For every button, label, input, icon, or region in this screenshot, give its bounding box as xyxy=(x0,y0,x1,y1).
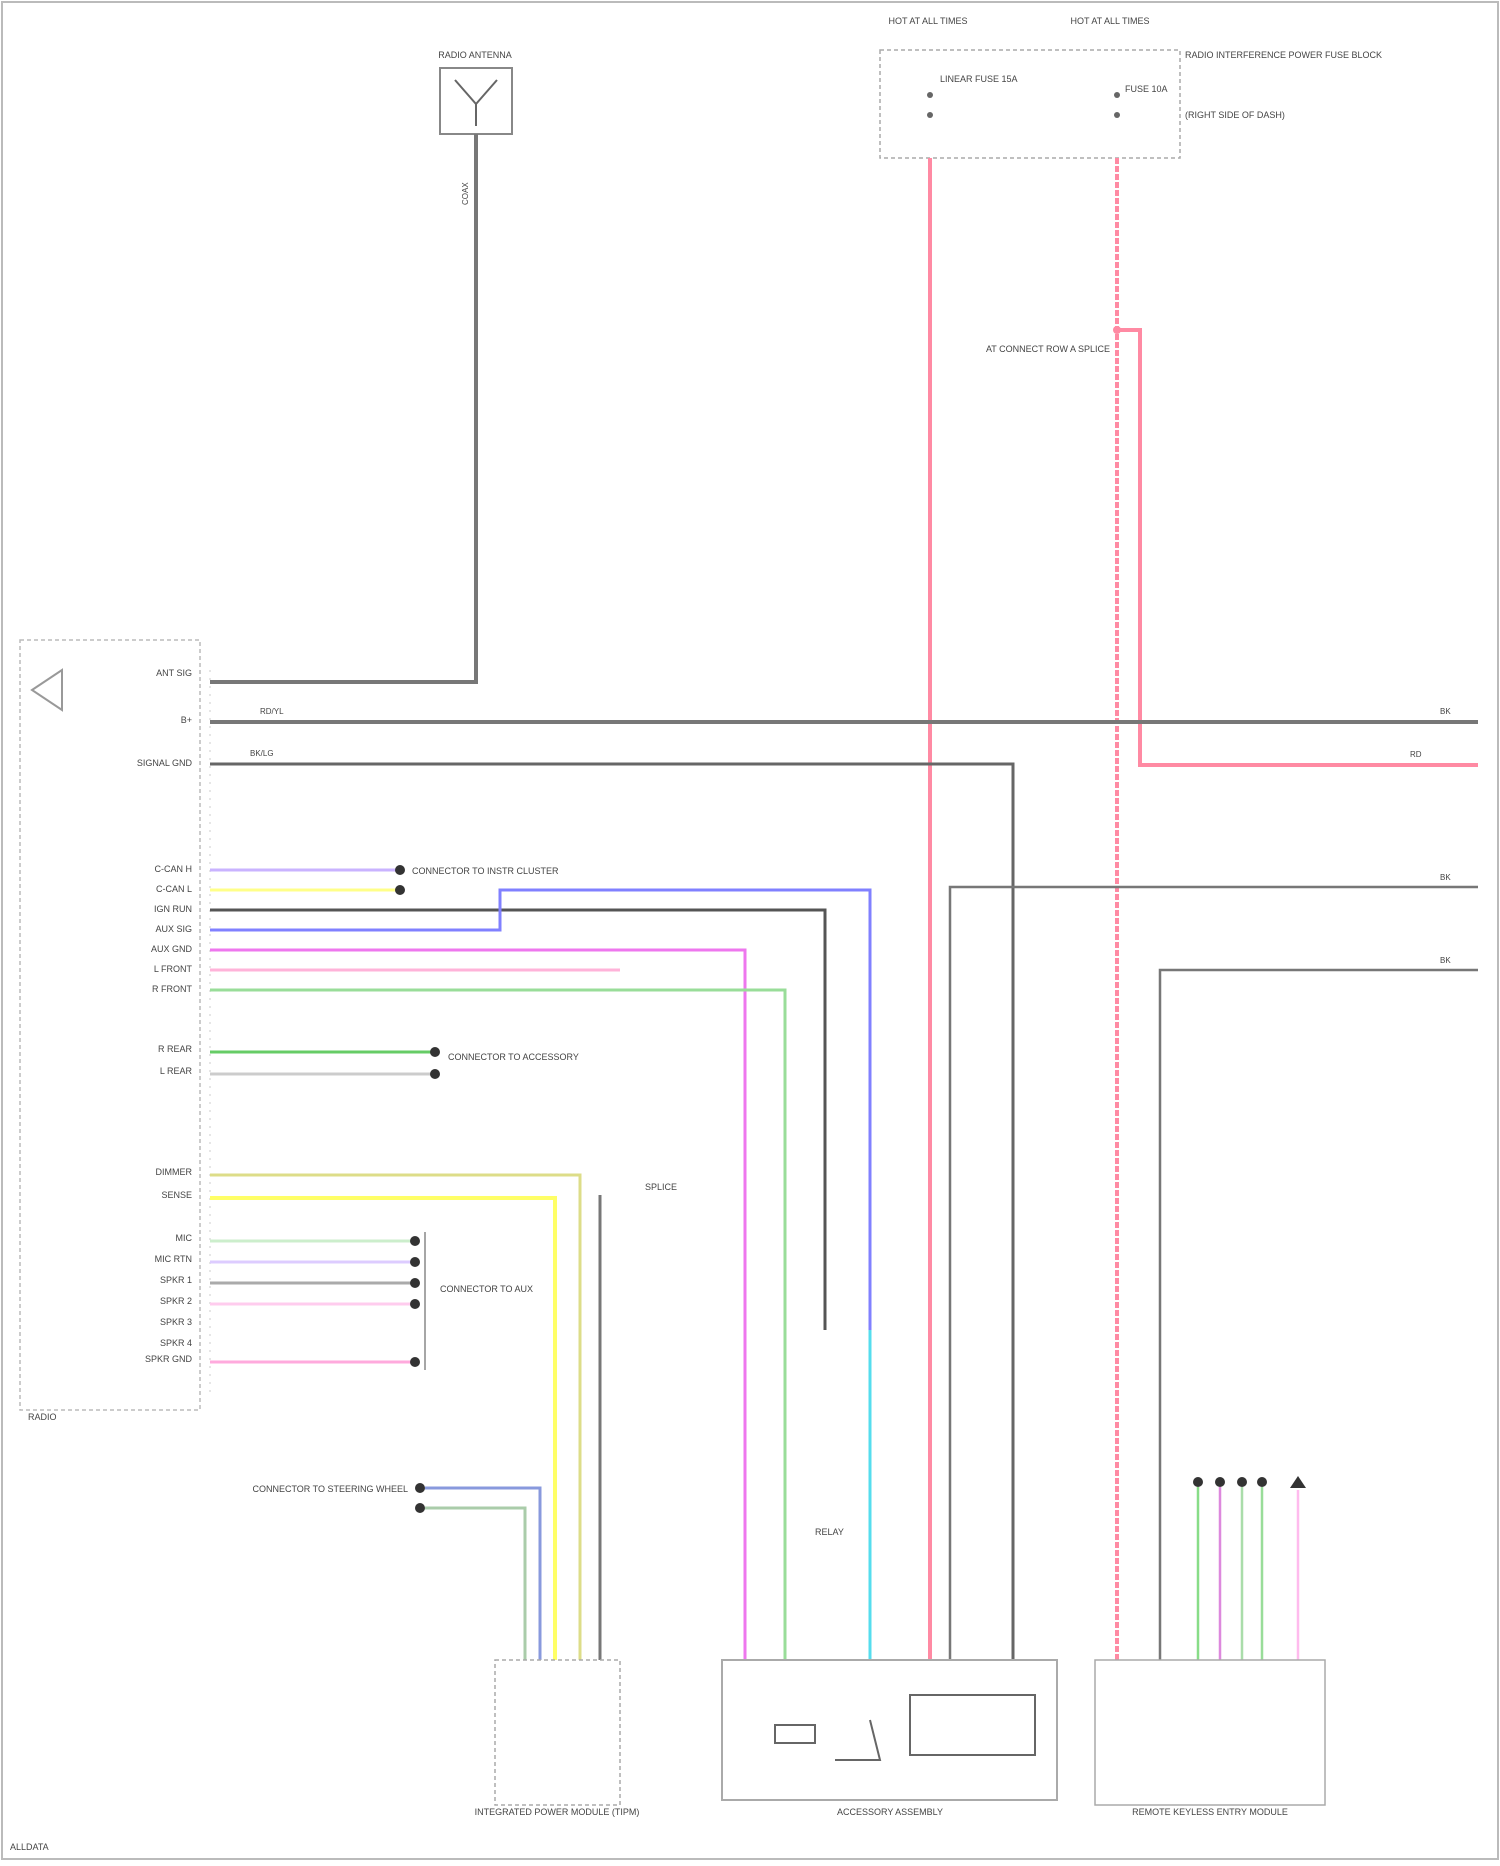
ant-wire-code: COAX xyxy=(461,182,470,205)
pin-spkr-4: SPKR 4 xyxy=(160,1338,192,1348)
accessory-module: ACCESSORY ASSEMBLY xyxy=(722,1660,1057,1817)
pin-bplus: B+ xyxy=(181,715,192,725)
green-wire xyxy=(210,990,785,1660)
pin-ccan-h: C-CAN H xyxy=(155,864,193,874)
accessory-label: ACCESSORY ASSEMBLY xyxy=(837,1807,943,1817)
signal-gnd-wire xyxy=(210,764,1013,1660)
rke-label: REMOTE KEYLESS ENTRY MODULE xyxy=(1132,1807,1288,1817)
pin-aux-gnd: AUX GND xyxy=(151,944,193,954)
right-bus-wire-4 xyxy=(1160,970,1478,1660)
pin-mic: MIC xyxy=(176,1233,193,1243)
fuse-right-label: FUSE 10A xyxy=(1125,84,1168,94)
pin-dimmer: DIMMER xyxy=(156,1167,193,1177)
rke-module: REMOTE KEYLESS ENTRY MODULE xyxy=(1095,1660,1325,1817)
tipm-label: INTEGRATED POWER MODULE (TIPM) xyxy=(475,1807,640,1817)
ign-run-wire xyxy=(210,910,825,1330)
radio-antenna-label: RADIO ANTENNA xyxy=(438,50,512,60)
red-branch-wire xyxy=(1117,330,1478,765)
radio-speaker-icon xyxy=(32,670,62,710)
page-ref: ALLDATA xyxy=(10,1842,49,1852)
pin-spkr-1: SPKR 1 xyxy=(160,1275,192,1285)
antenna-coax-wire xyxy=(210,134,476,682)
pin-mic-rtn: MIC RTN xyxy=(155,1254,192,1264)
fuse-left-label: LINEAR FUSE 15A xyxy=(940,74,1018,84)
pin-ccan-l: C-CAN L xyxy=(156,884,192,894)
bus-code-2: RD xyxy=(1410,750,1422,759)
pin-l-front: L FRONT xyxy=(154,964,193,974)
pin-r-rear: R REAR xyxy=(158,1044,193,1054)
stw-wire-1 xyxy=(425,1488,540,1660)
fuse-right-header: HOT AT ALL TIMES xyxy=(1070,16,1149,26)
radio-label: RADIO xyxy=(28,1412,57,1422)
connector-ll-label: CONNECTOR TO INSTR CLUSTER xyxy=(412,866,559,876)
gnd-code: BK/LG xyxy=(250,749,274,758)
bplus-code: RD/YL xyxy=(260,707,284,716)
fuse-block-name: RADIO INTERFERENCE POWER FUSE BLOCK xyxy=(1185,50,1382,60)
pin-signal-gnd: SIGNAL GND xyxy=(137,758,193,768)
pin-spkr-3: SPKR 3 xyxy=(160,1317,192,1327)
splice-label: AT CONNECT ROW A SPLICE xyxy=(986,344,1110,354)
relay-label: RELAY xyxy=(815,1527,844,1537)
connector-lr-label: CONNECTOR TO ACCESSORY xyxy=(448,1052,579,1062)
pin-r-front: R FRONT xyxy=(152,984,192,994)
pin-spkr-2: SPKR 2 xyxy=(160,1296,192,1306)
rke-connector xyxy=(1193,1476,1306,1660)
pin-ign-run: IGN RUN xyxy=(154,904,192,914)
pin-spkr-gnd: SPKR GND xyxy=(145,1354,193,1364)
bus-code-1: BK xyxy=(1440,707,1451,716)
right-bus-wire-3 xyxy=(950,887,1478,1660)
fuse-block-location: (RIGHT SIDE OF DASH) xyxy=(1185,110,1285,120)
pin-ant-sig: ANT SIG xyxy=(156,668,192,678)
pin-aux-sig: AUX SIG xyxy=(155,924,192,934)
bus-code-4: BK xyxy=(1440,956,1451,965)
sense-wire xyxy=(210,1198,555,1660)
radio-antenna: RADIO ANTENNA xyxy=(438,50,512,134)
antenna-icon xyxy=(455,80,497,126)
fuse-left-header: HOT AT ALL TIMES xyxy=(888,16,967,26)
connector-stw-label: CONNECTOR TO STEERING WHEEL xyxy=(252,1484,408,1494)
fuse-block: HOT AT ALL TIMES HOT AT ALL TIMES RADIO … xyxy=(880,16,1382,158)
connector-aux-label: CONNECTOR TO AUX xyxy=(440,1284,533,1294)
aux-sig-wire xyxy=(210,890,870,1330)
pin-sense: SENSE xyxy=(161,1190,192,1200)
stw-wire-2 xyxy=(425,1508,525,1660)
bus-code-3: BK xyxy=(1440,873,1451,882)
splice-upper-label: SPLICE xyxy=(645,1182,677,1192)
pin-l-rear: L REAR xyxy=(160,1066,193,1076)
tipm-module: INTEGRATED POWER MODULE (TIPM) xyxy=(475,1660,640,1817)
